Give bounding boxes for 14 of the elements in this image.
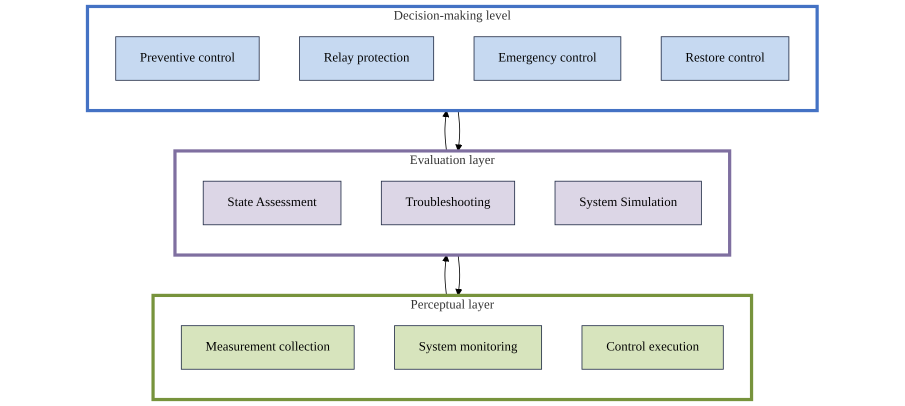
node-box: System monitoring: [394, 325, 542, 370]
node-box: Troubleshooting: [381, 180, 516, 226]
node-box: Emergency control: [474, 36, 622, 81]
node-box: Control execution: [582, 325, 724, 370]
arrow: [456, 254, 463, 296]
arrow: [442, 110, 450, 152]
arrow: [456, 110, 463, 152]
node-box: Restore control: [660, 36, 790, 81]
node-box: State Assessment: [203, 180, 342, 226]
node-box: Preventive control: [116, 36, 260, 81]
node-box: System Simulation: [554, 180, 702, 226]
node-box: Relay protection: [299, 36, 434, 81]
node-box: Measurement collection: [181, 325, 355, 370]
arrow: [442, 254, 450, 296]
